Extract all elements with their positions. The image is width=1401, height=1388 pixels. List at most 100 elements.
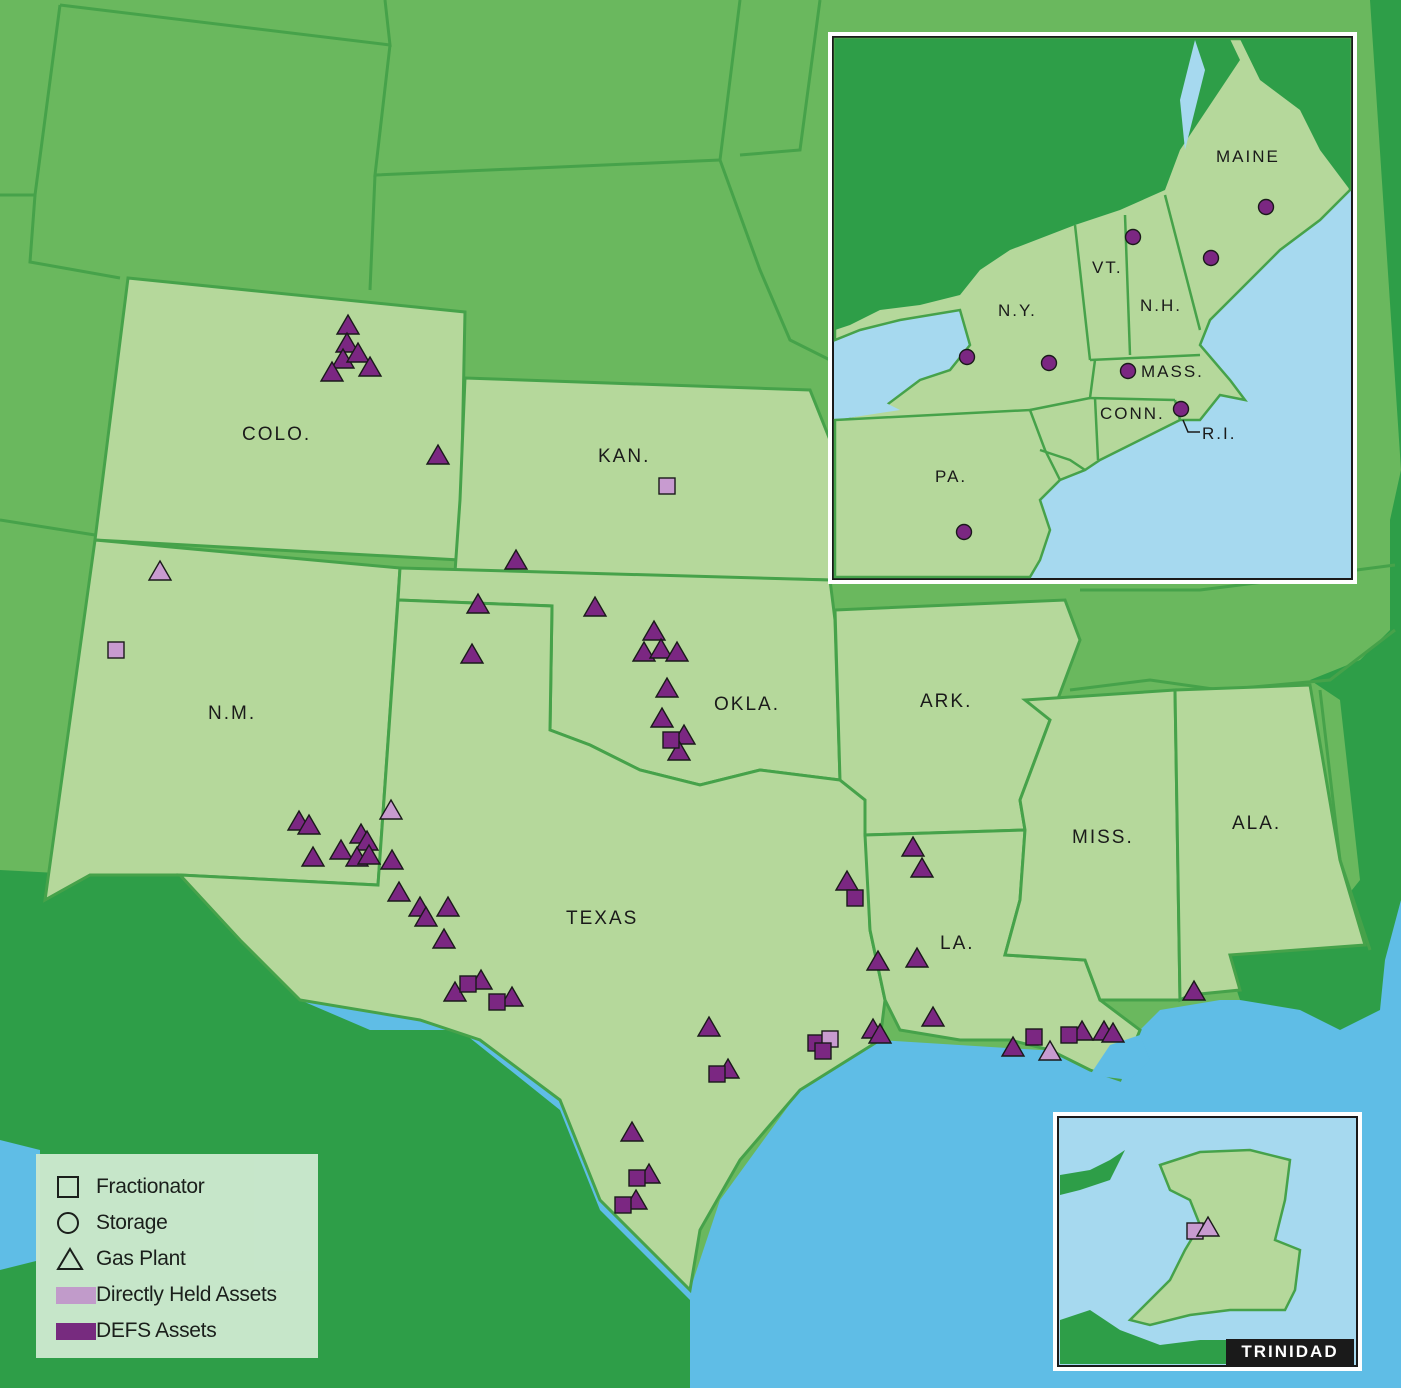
gas-plant-marker: [867, 1022, 893, 1044]
label-ala: ALA.: [1232, 813, 1281, 834]
trinidad-label: TRINIDAD: [1226, 1339, 1354, 1365]
gas-plant-marker: [503, 548, 529, 570]
map-legend: Fractionator Storage Gas Plant Directly …: [36, 1154, 318, 1358]
gas-plant-marker: [631, 640, 657, 662]
legend-label-gas-plant: Gas Plant: [96, 1247, 186, 1270]
light-purple-swatch: [56, 1286, 96, 1304]
gas-plant-marker: [356, 843, 382, 865]
trinidad-markers: [1186, 1215, 1221, 1240]
storage-marker: [1040, 354, 1058, 372]
venezuela-south-land: [1060, 1310, 1226, 1364]
legend-item-defs: DEFS Assets: [56, 1316, 217, 1346]
gas-plant-marker: [378, 798, 404, 820]
northeast-markers: [955, 198, 1275, 541]
storage-marker: [1202, 249, 1220, 267]
label-maine: MAINE: [1216, 147, 1280, 166]
label-ark: ARK.: [920, 691, 972, 712]
gas-plant-marker: [1100, 1021, 1126, 1043]
gas-plant-marker: [328, 838, 354, 860]
fractionator-marker: [628, 1169, 646, 1187]
storage-marker: [1172, 400, 1190, 418]
fractionator-marker: [614, 1196, 632, 1214]
kansas-shape: [453, 376, 832, 582]
legend-item-gas-plant: Gas Plant: [56, 1244, 186, 1274]
gas-plant-marker: [696, 1015, 722, 1037]
lake-ontario: [835, 330, 950, 370]
gas-plant-marker: [1195, 1215, 1221, 1237]
gas-plant-marker: [920, 1005, 946, 1027]
label-texas: TEXAS: [566, 908, 638, 929]
label-colo: COLO.: [242, 424, 311, 445]
mississippi-delta-water: [1090, 1035, 1150, 1080]
legend-label-fractionator: Fractionator: [96, 1175, 205, 1198]
fractionator-marker: [107, 641, 125, 659]
gas-plant-marker: [431, 927, 457, 949]
gas-plant-marker: [1000, 1035, 1026, 1057]
gas-plant-marker: [334, 331, 360, 353]
dark-purple-swatch: [56, 1322, 96, 1340]
gas-plant-marker: [641, 619, 667, 641]
colorado-shape: [93, 276, 467, 562]
label-nh: N.H.: [1140, 296, 1182, 315]
square-outline-icon: [56, 1175, 96, 1199]
storage-marker: [1257, 198, 1275, 216]
gas-plant-marker: [582, 595, 608, 617]
storage-marker: [1124, 228, 1142, 246]
fractionator-marker: [662, 731, 680, 749]
label-la: LA.: [940, 933, 975, 954]
gas-plant-marker: [909, 856, 935, 878]
gas-plant-marker: [345, 341, 371, 363]
canada-land: [835, 39, 1240, 330]
main-map-markers: [107, 313, 1207, 1214]
gas-plant-marker: [649, 706, 675, 728]
label-conn: CONN.: [1100, 404, 1165, 423]
gas-plant-marker: [319, 360, 345, 382]
gas-plant-marker: [413, 905, 439, 927]
label-ny: N.Y.: [998, 301, 1037, 320]
label-vt: VT.: [1092, 258, 1123, 277]
gas-plant-marker: [900, 835, 926, 857]
triangle-outline-icon: [56, 1247, 96, 1271]
fractionator-marker: [658, 477, 676, 495]
venezuela-north-land: [1060, 1150, 1125, 1195]
label-mass: MASS.: [1141, 362, 1204, 381]
storage-marker: [958, 348, 976, 366]
texas-shape: [176, 598, 887, 1294]
northeast-inset: MAINE VT. N.H. N.Y. MASS. CONN. R.I. PA.: [828, 32, 1357, 584]
legend-item-directly-held: Directly Held Assets: [56, 1280, 277, 1310]
gas-plant-marker: [357, 355, 383, 377]
gas-plant-marker: [296, 813, 322, 835]
gas-plant-marker: [465, 592, 491, 614]
label-miss: MISS.: [1072, 827, 1134, 848]
gas-plant-marker: [300, 845, 326, 867]
legend-item-storage: Storage: [56, 1208, 168, 1238]
gas-plant-marker: [1181, 979, 1207, 1001]
trinidad-inset: [1053, 1112, 1362, 1371]
gas-plant-marker: [865, 949, 891, 971]
gas-plant-marker: [459, 642, 485, 664]
storage-marker: [1119, 362, 1137, 380]
gas-plant-marker: [666, 739, 692, 761]
ri-leader-line: [1182, 419, 1200, 433]
label-ri: R.I.: [1202, 424, 1236, 443]
gas-plant-marker: [664, 640, 690, 662]
gas-plant-marker: [499, 985, 525, 1007]
gas-plant-marker: [425, 443, 451, 465]
gas-plant-marker: [435, 895, 461, 917]
fractionator-marker: [459, 975, 477, 993]
fractionator-marker: [846, 889, 864, 907]
legend-item-fractionator: Fractionator: [56, 1172, 205, 1202]
storage-marker: [955, 523, 973, 541]
canada-east-land: [1240, 39, 1350, 190]
gas-plant-marker: [386, 880, 412, 902]
label-pa: PA.: [935, 467, 967, 486]
fractionator-marker: [1025, 1028, 1043, 1046]
gas-plant-marker: [654, 676, 680, 698]
legend-label-defs: DEFS Assets: [96, 1319, 217, 1342]
label-nm: N.M.: [208, 703, 256, 724]
gas-plant-marker: [619, 1120, 645, 1142]
gas-plant-marker: [904, 946, 930, 968]
gas-plant-marker: [1037, 1039, 1063, 1061]
fractionator-marker: [488, 993, 506, 1011]
